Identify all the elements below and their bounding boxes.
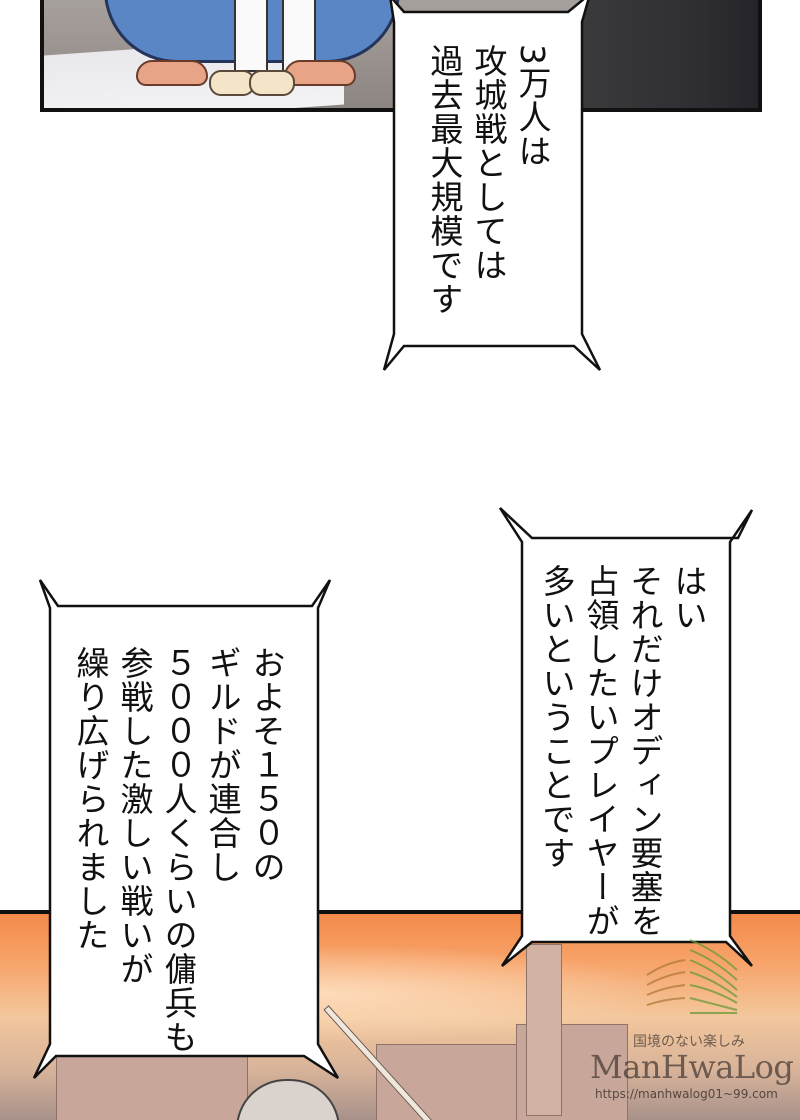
dark-wall (580, 0, 758, 108)
armored-figure (236, 1079, 340, 1120)
speech-bubble-2: はい それだけオディン要塞を 占領したいプレイヤーが 多いということです (498, 506, 756, 968)
left-foot (136, 60, 208, 86)
bubble-outline (498, 507, 754, 967)
bubble-3-text: およそ１５０の ギルドが連合し ５０００人くらいの傭兵も 参戦した激しい戦いが … (71, 646, 286, 1054)
left-arm (234, 0, 268, 72)
bubble-outline (382, 0, 602, 371)
right-foot (284, 60, 356, 86)
right-hand (249, 70, 295, 96)
speech-bubble-1: 3万人は 攻城戦としては 過去最大規模です (382, 0, 602, 372)
bubble-outline (32, 579, 340, 1080)
left-hand (209, 70, 255, 96)
church-tower (526, 944, 562, 1116)
bubble-1-text: 3万人は 攻城戦としては 過去最大規模です (425, 44, 552, 316)
speech-bubble-3: およそ１５０の ギルドが連合し ５０００人くらいの傭兵も 参戦した激しい戦いが … (32, 578, 340, 1080)
bubble-2-text: はい それだけオディン要塞を 占領したいプレイヤーが 多いということです (537, 564, 708, 938)
building-middle (376, 1044, 528, 1120)
